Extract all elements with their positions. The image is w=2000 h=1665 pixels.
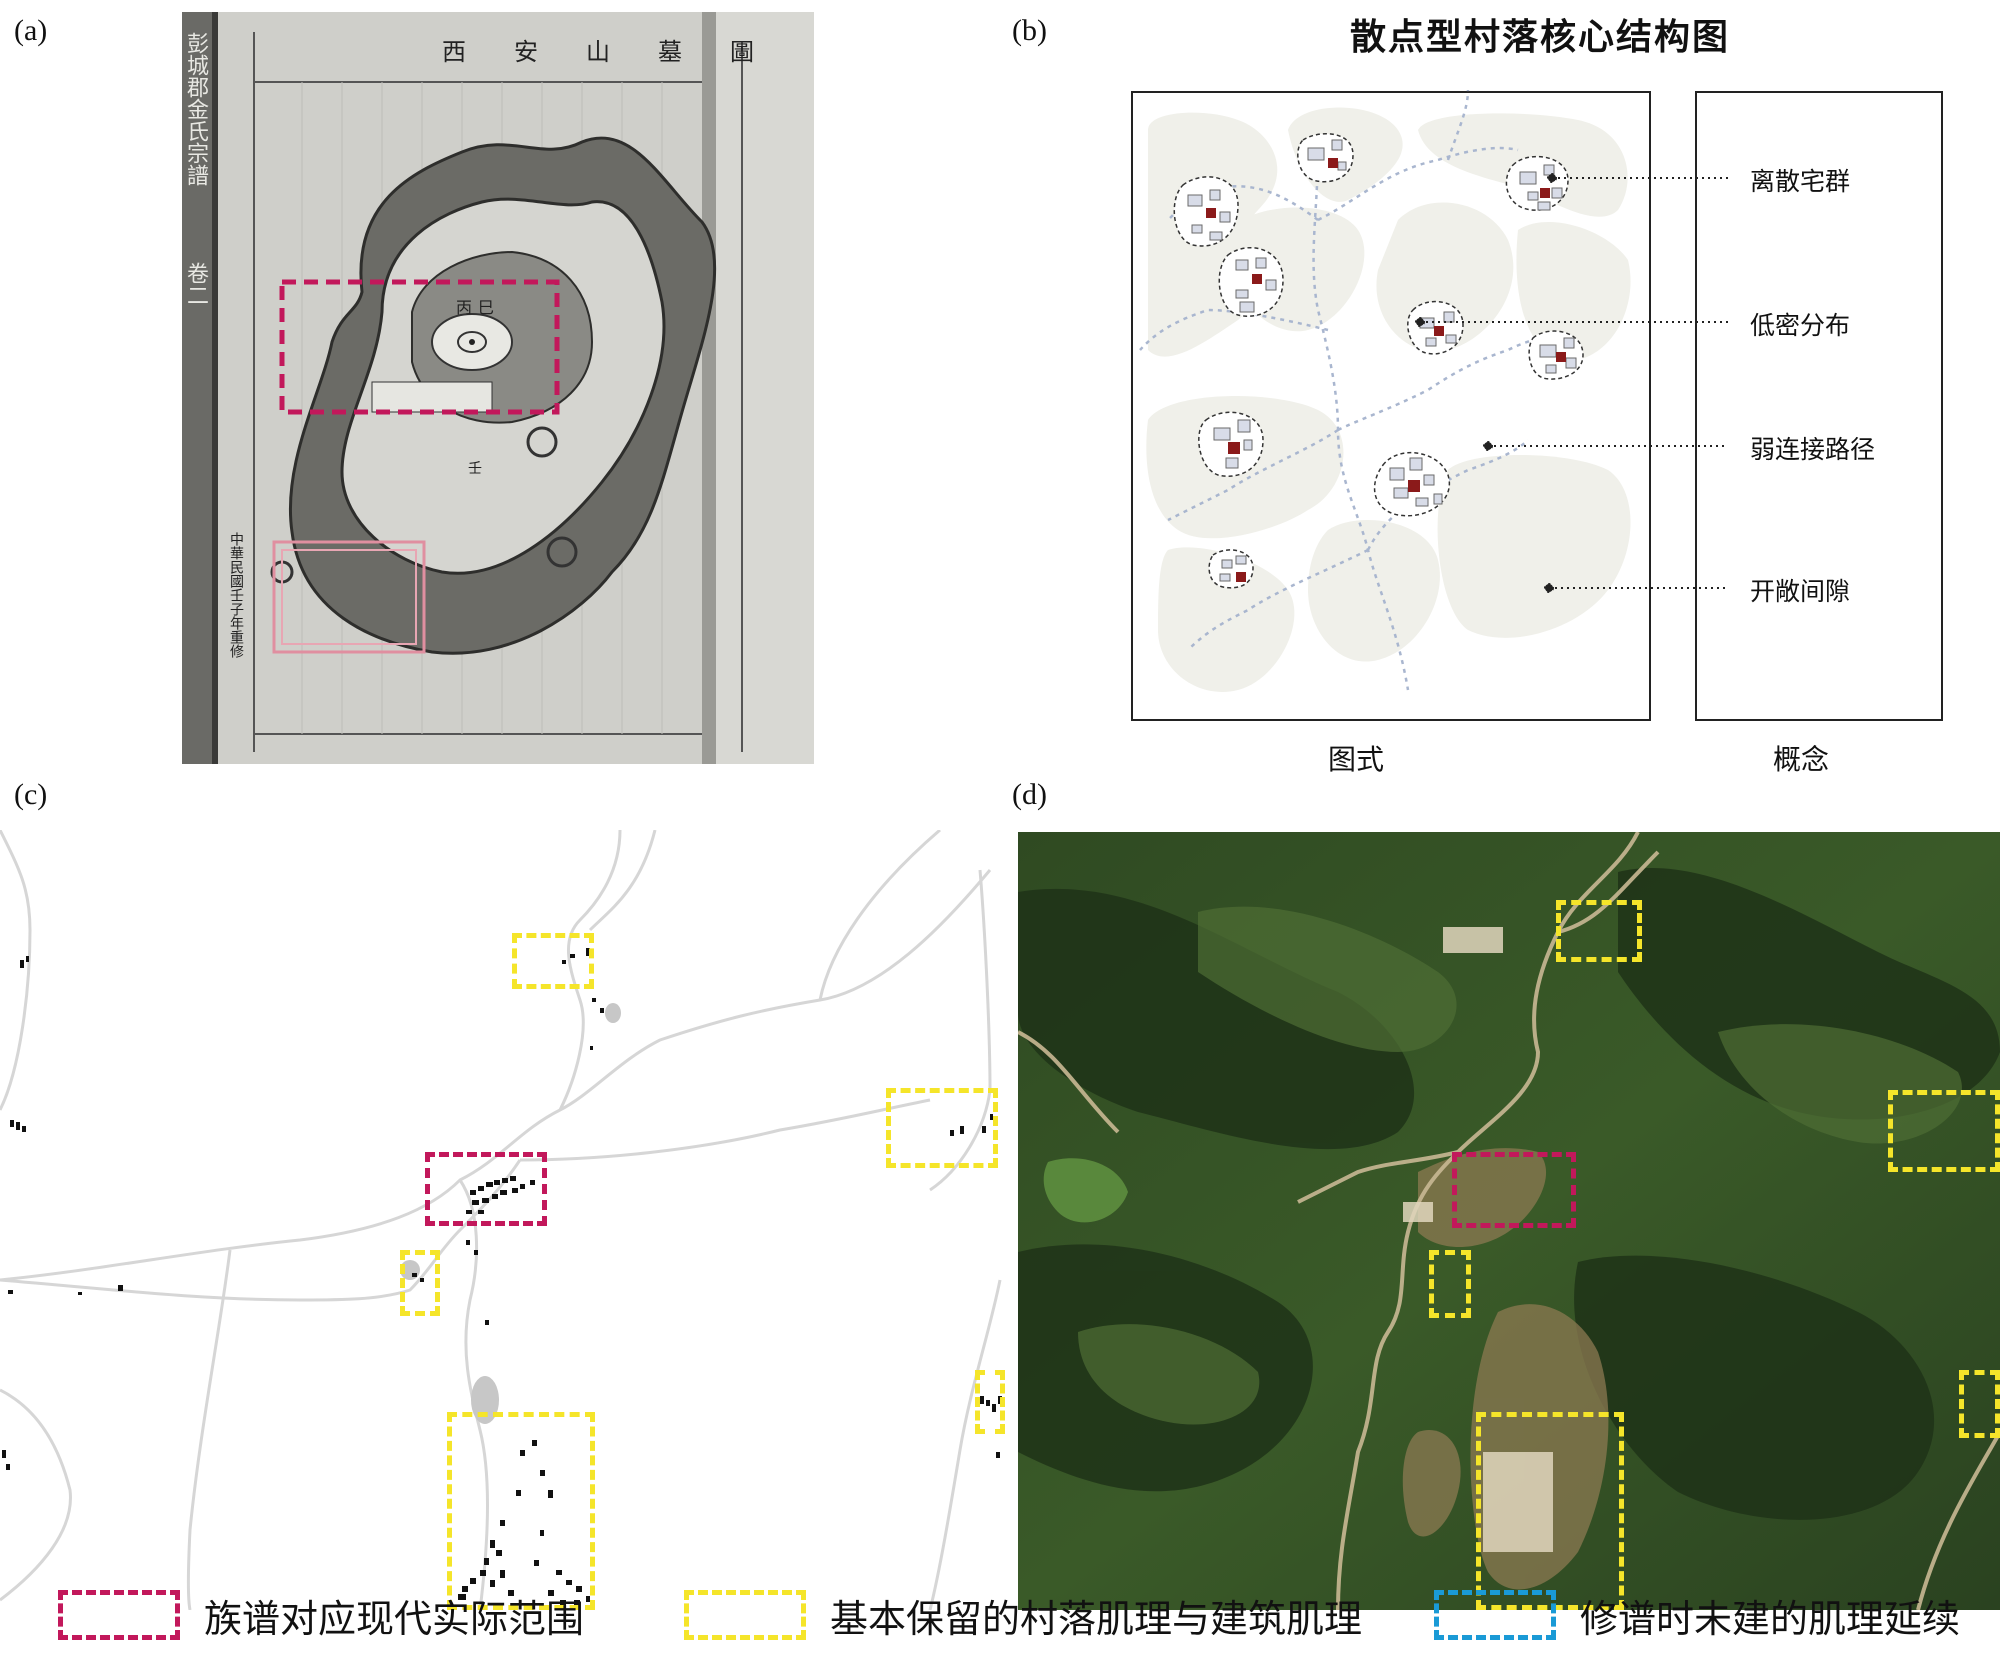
legend-label-yellow: 基本保留的村落肌理与建筑肌理 xyxy=(830,1596,1363,1641)
legend-item-blue: 修谱时未建的肌理延续 xyxy=(1434,1585,1960,1645)
date-text: 中華民國壬子年重修 xyxy=(228,532,244,658)
legend-item-yellow: 基本保留的村落肌理与建筑肌理 xyxy=(684,1585,1362,1645)
figure-ground-map xyxy=(0,830,1005,1610)
legend-item-red: 族谱对应现代实际范围 xyxy=(58,1585,584,1645)
legend-label-blue: 修谱时未建的肌理延续 xyxy=(1580,1596,1961,1641)
legend-swatch-yellow xyxy=(684,1590,806,1640)
concept-discrete-house-groups: 离散宅群 xyxy=(1750,167,1851,196)
yellow-box-c4 xyxy=(447,1412,595,1610)
panel-c-label: (c) xyxy=(14,778,48,811)
village-structure-diagram xyxy=(1131,90,1943,721)
map-label-bing: 丙 xyxy=(456,298,473,317)
concept-open-gaps: 开敞间隙 xyxy=(1750,577,1851,606)
panel-b-label: (b) xyxy=(1012,14,1047,47)
red-box-c xyxy=(425,1152,547,1226)
yellow-box-c3 xyxy=(400,1250,440,1316)
satellite-svg xyxy=(1018,832,2000,1610)
legend-swatch-red xyxy=(58,1590,180,1640)
spine-title: 彭城郡金氏宗譜 xyxy=(183,32,208,186)
map-label-si: 巳 xyxy=(478,298,495,317)
concept-low-density: 低密分布 xyxy=(1750,311,1851,340)
panel-d-label: (d) xyxy=(1012,778,1047,811)
doc-title: 西安山墓圖 xyxy=(442,38,802,66)
red-box-d xyxy=(1452,1152,1576,1228)
map-label-ren: 壬 xyxy=(468,461,482,477)
volume-label: 卷二 xyxy=(183,262,208,306)
panel-a-label: (a) xyxy=(14,14,48,47)
genealogy-map-illustration xyxy=(182,12,814,764)
yellow-box-d2 xyxy=(1888,1090,2000,1172)
legend-swatch-blue xyxy=(1434,1590,1556,1640)
yellow-box-c1 xyxy=(512,933,594,989)
yellow-box-d1 xyxy=(1556,900,1642,962)
satellite-image xyxy=(1018,832,2000,1610)
panel-b-title: 散点型村落核心结构图 xyxy=(1349,17,1730,58)
genealogy-scan: 西安山墓圖 彭城郡金氏宗譜 卷二 中華民國壬子年重修 丙 巳 壬 xyxy=(182,12,814,764)
concept-weak-paths: 弱连接路径 xyxy=(1750,435,1876,464)
yellow-box-d5 xyxy=(1959,1370,2000,1438)
caption-schema: 图式 xyxy=(1328,743,1385,776)
legend-label-red: 族谱对应现代实际范围 xyxy=(204,1596,585,1641)
caption-concept: 概念 xyxy=(1773,743,1830,776)
yellow-box-d3 xyxy=(1429,1250,1471,1318)
yellow-box-d4 xyxy=(1476,1412,1624,1610)
yellow-box-c5 xyxy=(975,1370,1005,1434)
yellow-box-c2 xyxy=(886,1088,998,1168)
